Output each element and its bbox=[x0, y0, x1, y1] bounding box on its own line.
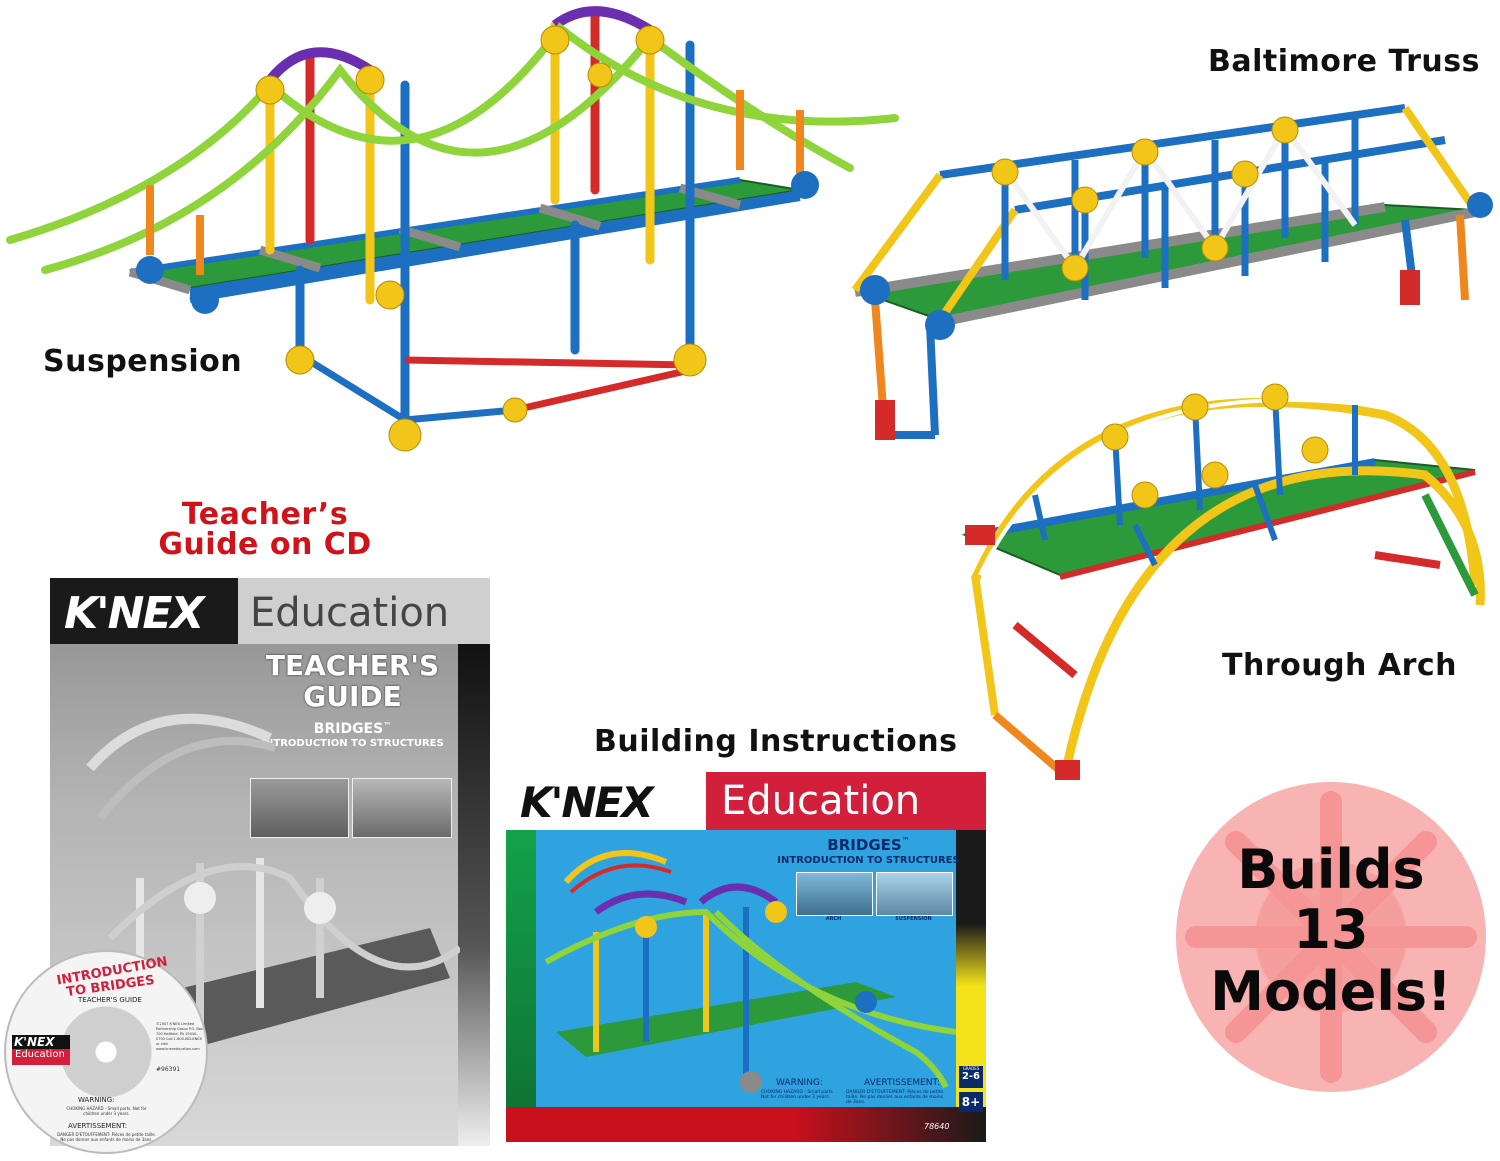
instr-grades-label: GRADES bbox=[962, 1066, 980, 1071]
instr-suspension-photo bbox=[876, 872, 953, 916]
through-arch-model bbox=[961, 383, 1485, 780]
instr-age-box: 8+ bbox=[959, 1092, 983, 1112]
guide-title-line2: GUIDE bbox=[303, 680, 402, 713]
instr-grades-box: GRADES 2-6 bbox=[959, 1066, 983, 1088]
guide-subtitle: BRIDGES™ bbox=[250, 721, 455, 737]
through-arch-label: Through Arch bbox=[1222, 648, 1458, 683]
guide-subtitle-tm: ™ bbox=[383, 721, 392, 730]
cd-knex-logo: K'NEX Education bbox=[12, 1035, 70, 1065]
cd-education-text: Education bbox=[15, 1049, 65, 1060]
instr-warning: WARNING: bbox=[776, 1078, 823, 1088]
cd-logo-text: K'NEX bbox=[12, 1035, 70, 1049]
badge-line2: 13 bbox=[1293, 898, 1369, 961]
instr-education-text: Education bbox=[721, 778, 921, 824]
instr-grades-value: 2-6 bbox=[961, 1071, 981, 1082]
guide-title: TEACHER'S GUIDE bbox=[250, 650, 455, 712]
teachers-guide-label-line1: Teacher’s bbox=[181, 497, 349, 532]
guide-title-line1: TEACHER'S bbox=[265, 649, 440, 682]
guide-knex-logo: K'NEX bbox=[64, 588, 204, 639]
guide-side-strip bbox=[458, 644, 490, 1146]
cd-warning-text: CHOKING HAZARD - Small parts. Not for ch… bbox=[66, 1106, 147, 1116]
badge-connector-icon bbox=[1185, 791, 1477, 1083]
cd-warning: WARNING: bbox=[78, 1096, 115, 1104]
suspension-label: Suspension bbox=[43, 344, 243, 379]
instr-warning-text: CHOKING HAZARD - Small parts. Not for ch… bbox=[761, 1090, 835, 1100]
cd-copyright: ©2007 K'NEX Limited Partnership Group P.… bbox=[156, 1022, 203, 1051]
guide-subtitle-text: BRIDGES bbox=[313, 721, 384, 737]
cd-item-number: #96391 bbox=[156, 1066, 181, 1073]
instr-arch-photo bbox=[796, 872, 873, 916]
instr-bridge-illustration bbox=[544, 850, 956, 1093]
instr-knex-logo: K'NEX bbox=[520, 778, 654, 827]
guide-suspension-photo bbox=[352, 778, 452, 838]
cd-avertissement-text: DANGER D'ETOUFFEMENT- Pièces de petite t… bbox=[57, 1132, 156, 1142]
baltimore-truss-label: Baltimore Truss bbox=[1208, 44, 1481, 79]
badge-line3: Models! bbox=[1210, 960, 1452, 1023]
instr-education-band bbox=[706, 772, 986, 830]
teachers-guide-label: Teacher’s Guide on CD bbox=[130, 500, 400, 560]
instr-right-strip bbox=[956, 830, 986, 1142]
guide-arch-photo bbox=[250, 778, 349, 838]
teachers-guide-cd: INTRODUCTION TO BRIDGES TEACHER'S GUIDE … bbox=[4, 950, 208, 1154]
instr-bottom-strip bbox=[506, 1107, 986, 1142]
instr-item-number: 78640 bbox=[924, 1122, 950, 1131]
instr-arch-caption: ARCH bbox=[825, 916, 842, 922]
baltimore-truss-model bbox=[851, 104, 1493, 440]
instr-suspension-caption: SUSPENSION bbox=[895, 916, 932, 922]
instr-title-text: BRIDGES bbox=[827, 836, 902, 854]
instr-tagline: INTRODUCTION TO STRUCTURES bbox=[777, 855, 960, 866]
cd-avertissement: AVERTISSEMENT: bbox=[68, 1122, 128, 1130]
suspension-bridge-model bbox=[6, 6, 899, 452]
building-instructions-label: Building Instructions bbox=[594, 724, 958, 759]
instr-title-tm: ™ bbox=[901, 836, 910, 845]
builds-13-models-badge: Builds 13 Models! bbox=[1176, 782, 1486, 1092]
instr-title: BRIDGES™ bbox=[776, 836, 961, 854]
instr-left-strip bbox=[506, 830, 536, 1142]
guide-tagline: INTRODUCTION TO STRUCTURES bbox=[261, 738, 444, 749]
building-instructions-cover: K'NEX Education BRIDGES™ INTRODUCTION TO… bbox=[506, 772, 986, 1142]
instr-avertissement-text: DANGER D'ETOUFFEMENT- Pièces de petite t… bbox=[846, 1090, 944, 1105]
badge-line1: Builds bbox=[1237, 838, 1425, 901]
instr-avertissement: AVERTISSEMENT: bbox=[864, 1078, 941, 1088]
teachers-guide-label-line2: Guide on CD bbox=[158, 527, 372, 562]
guide-education-band bbox=[238, 578, 490, 644]
guide-education-text: Education bbox=[250, 590, 450, 636]
cd-label: TEACHER'S GUIDE bbox=[78, 996, 142, 1004]
